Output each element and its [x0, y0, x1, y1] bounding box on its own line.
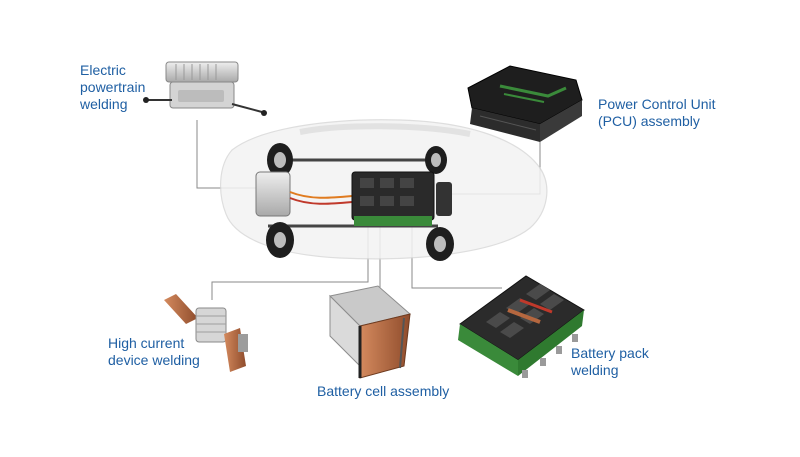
- pcu-module-icon: [467, 65, 583, 142]
- label-battery-pack-line1: Battery pack: [571, 345, 649, 361]
- label-electric-powertrain-line1: Electric: [80, 62, 126, 78]
- battery-pack-icon: [458, 275, 585, 378]
- label-battery-cell: Battery cell assembly: [317, 383, 449, 400]
- label-high-current-line2: device welding: [108, 352, 200, 368]
- label-high-current-line1: High current: [108, 335, 185, 351]
- label-pcu: Power Control Unit (PCU) assembly: [598, 96, 716, 130]
- ev-chassis-icon: [220, 119, 548, 261]
- label-electric-powertrain-line2: powertrain: [80, 79, 146, 95]
- label-battery-pack: Battery pack welding: [571, 345, 649, 379]
- label-pcu-line2: (PCU) assembly: [598, 113, 700, 129]
- busbar-icon: [164, 294, 248, 372]
- label-electric-powertrain: Electric powertrain welding: [80, 62, 145, 113]
- label-high-current: High current device welding: [108, 335, 200, 369]
- powertrain-module-icon: [143, 61, 267, 116]
- label-electric-powertrain-line3: welding: [80, 96, 128, 112]
- label-battery-cell-line1: Battery cell assembly: [317, 383, 450, 399]
- battery-cell-icon: [328, 285, 412, 379]
- label-battery-pack-line2: welding: [571, 362, 619, 378]
- label-pcu-line1: Power Control Unit: [598, 96, 716, 112]
